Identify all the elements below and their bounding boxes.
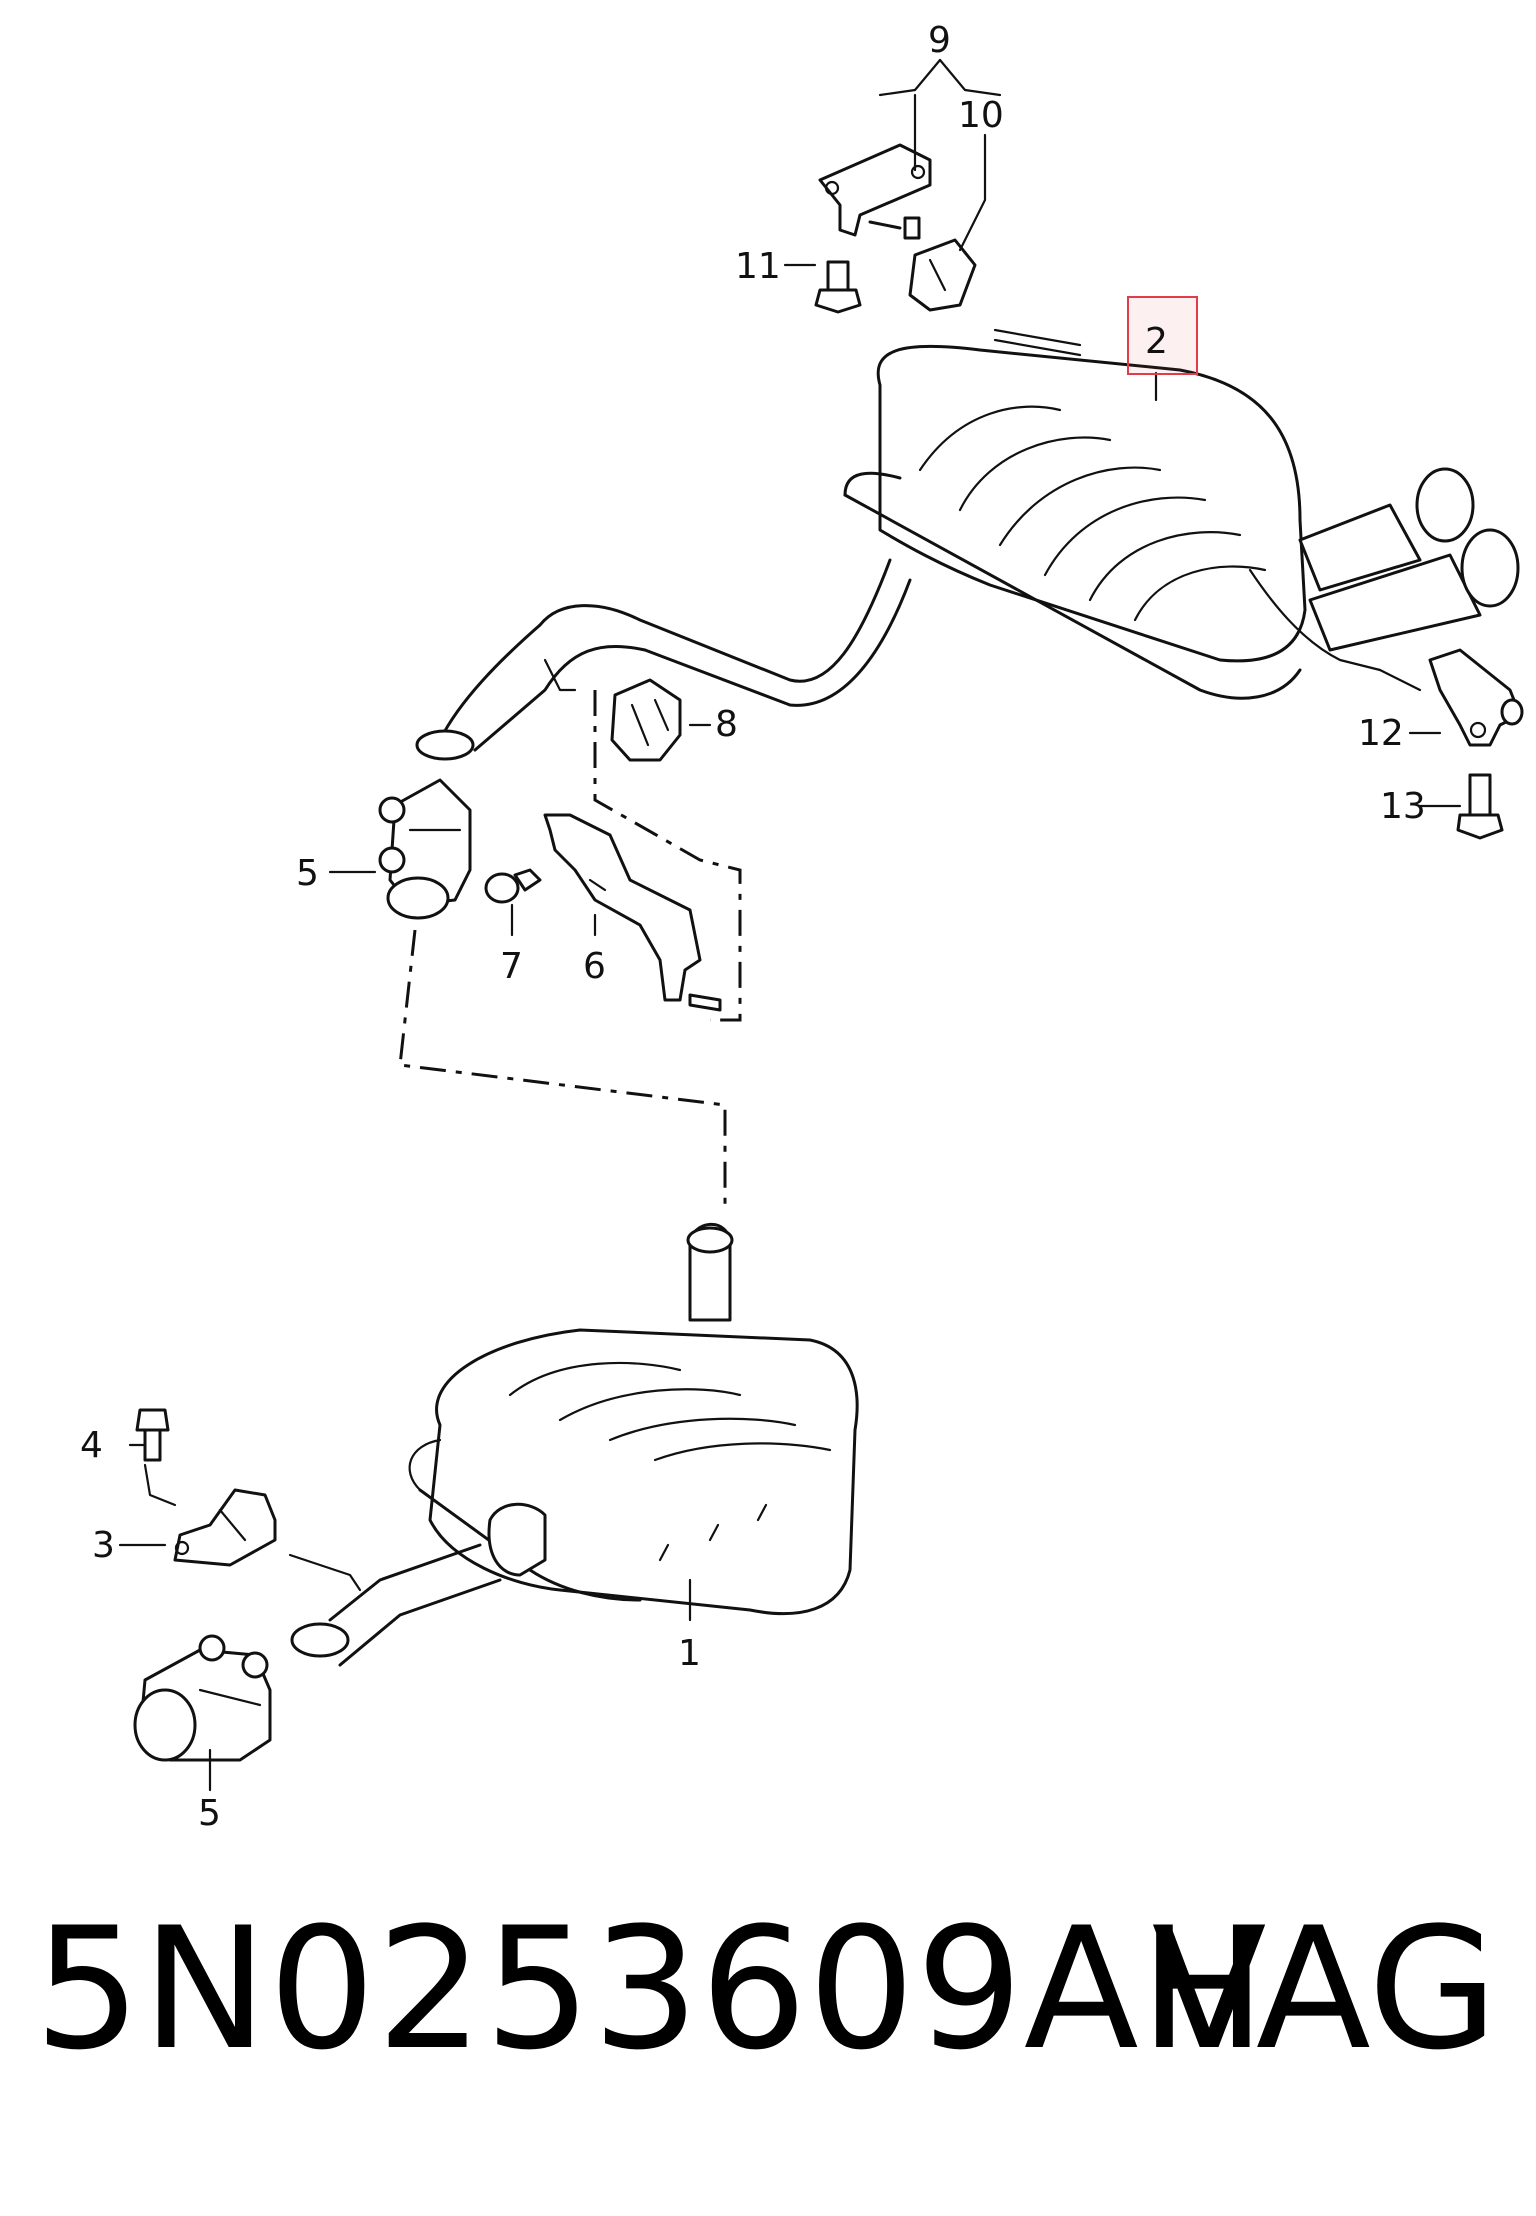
assembly-line-lower xyxy=(398,929,727,1210)
rear-bracket xyxy=(1428,648,1524,840)
hanger-3 xyxy=(173,1488,277,1567)
callout-7: 7 xyxy=(500,946,523,987)
callout-8: 8 xyxy=(715,704,738,745)
bolt-4 xyxy=(135,1408,170,1462)
callout-5b: 5 xyxy=(198,1793,221,1834)
callout-4: 4 xyxy=(80,1425,103,1466)
exhaust-system-diagram: 1 2 3 4 5 5 6 7 8 9 10 11 12 13 xyxy=(80,20,1524,1834)
highlight-box xyxy=(1127,296,1198,375)
callout-5a: 5 xyxy=(296,853,319,894)
callout-6: 6 xyxy=(583,946,606,987)
clamp-lower xyxy=(133,1634,272,1762)
brand-label: VAG xyxy=(1151,1891,1498,2087)
callout-1: 1 xyxy=(678,1633,701,1674)
callout-11: 11 xyxy=(735,246,781,287)
rear-silencer xyxy=(415,328,1520,761)
centre-silencer xyxy=(288,1222,859,1667)
assembly-line-upper xyxy=(593,690,742,1022)
bolt-7 xyxy=(484,868,542,904)
callout-2: 2 xyxy=(1145,321,1168,362)
rubber-mount xyxy=(610,678,682,762)
part-number: 5N0253609AH xyxy=(34,1891,1268,2087)
leader-lines xyxy=(118,58,1462,1792)
clamp-upper xyxy=(378,778,472,920)
top-hanger-bracket xyxy=(814,143,977,314)
callout-13: 13 xyxy=(1380,786,1426,827)
hanger-bracket-6 xyxy=(543,813,722,1012)
callout-3: 3 xyxy=(92,1525,115,1566)
callout-10: 10 xyxy=(958,95,1004,136)
callout-12: 12 xyxy=(1358,713,1404,754)
callout-9: 9 xyxy=(928,20,951,61)
